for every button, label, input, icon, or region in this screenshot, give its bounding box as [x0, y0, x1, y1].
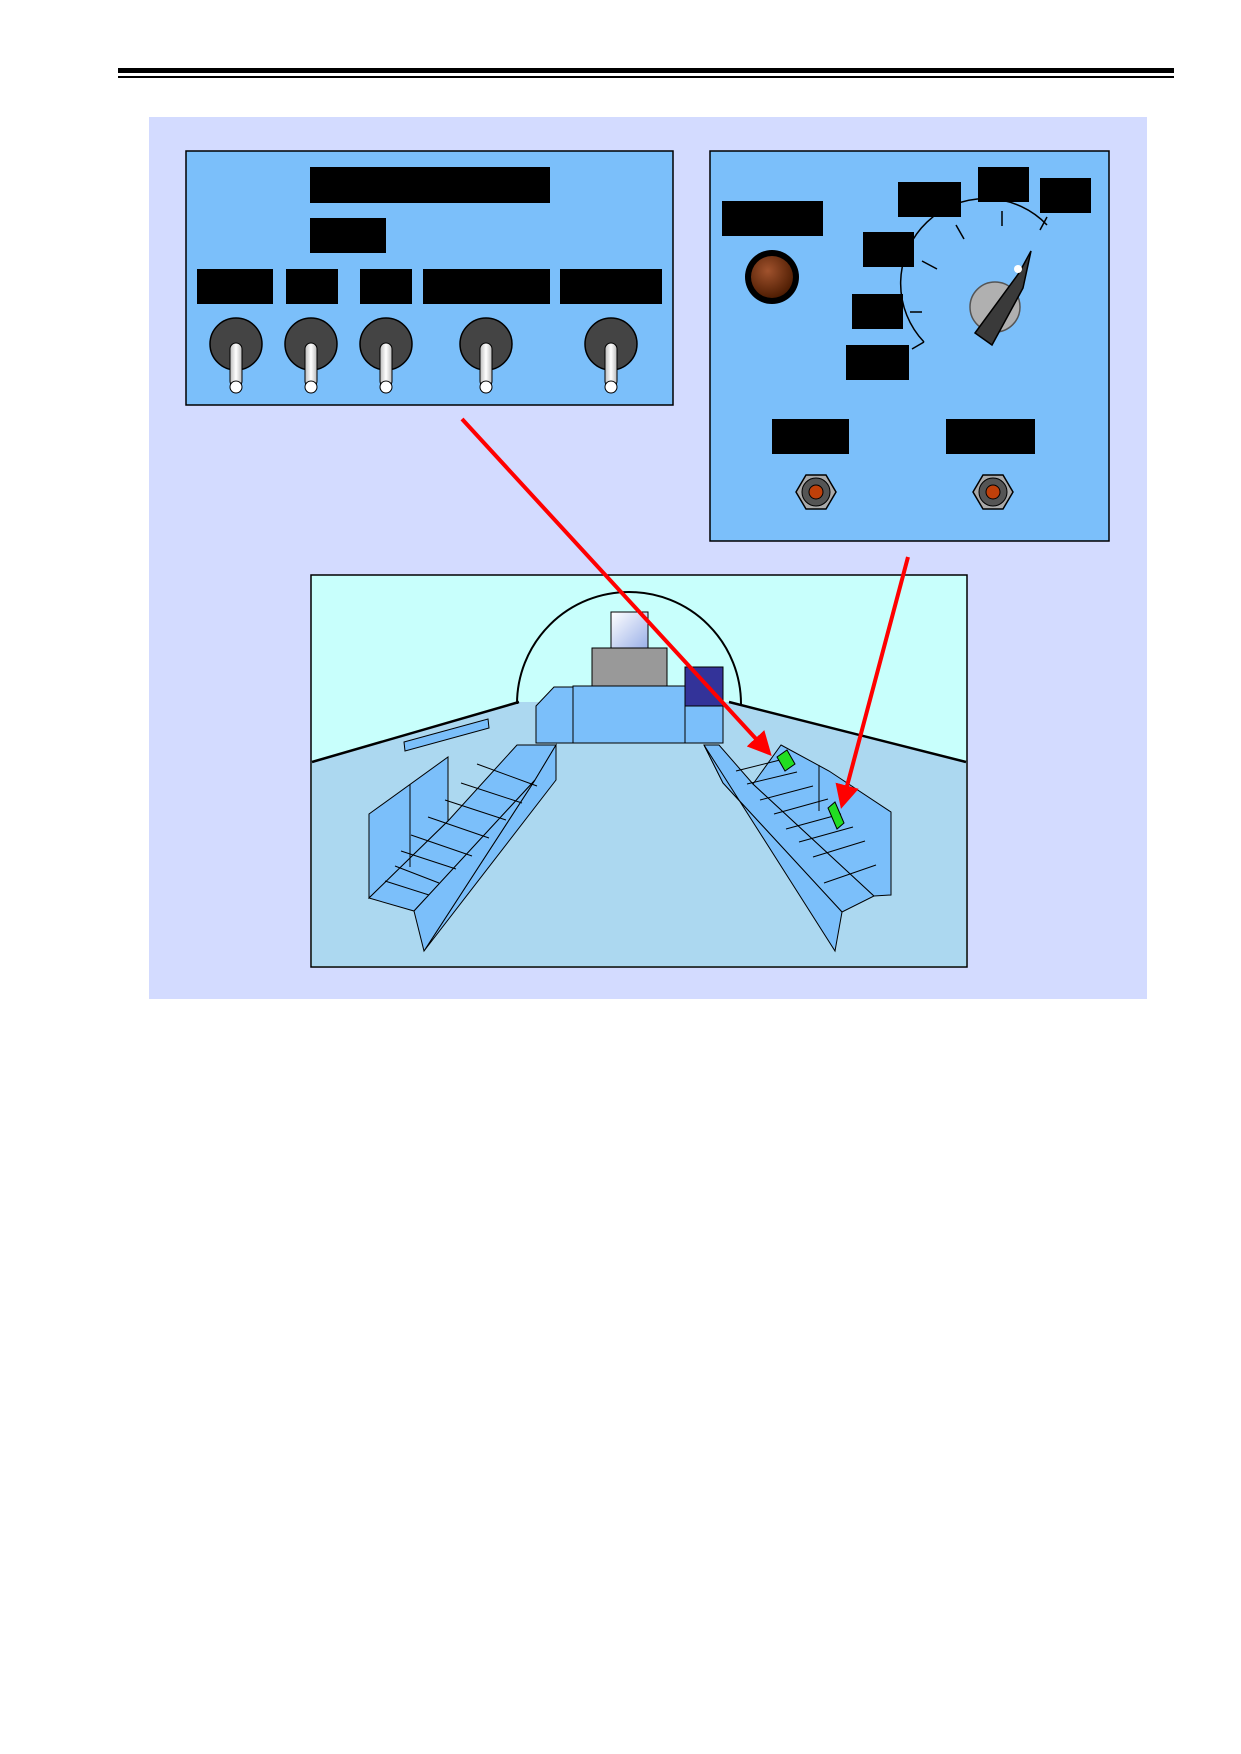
- toggle-switch-2[interactable]: [284, 317, 338, 394]
- console-upper-block: [591, 647, 668, 687]
- connector-label-1-redacted: [772, 419, 849, 454]
- selector-tick-4: [955, 224, 965, 240]
- switch-label-3-redacted: [360, 269, 412, 304]
- header-rule-thick: [118, 68, 1174, 73]
- rotary-selector[interactable]: [899, 197, 1048, 350]
- wall-strip: [403, 718, 490, 752]
- callout-arrow-toggle-panel: [460, 417, 772, 756]
- connector-1: [795, 474, 837, 510]
- selector-tick-6: [1039, 216, 1048, 231]
- left-seat-bench: [368, 743, 557, 953]
- switch-label-1-redacted: [197, 269, 273, 304]
- panel-subtitle-redacted: [310, 218, 386, 253]
- selector-tick-3: [921, 260, 938, 270]
- toggle-switch-4[interactable]: [459, 317, 513, 394]
- selector-pointer-dot: [1014, 265, 1022, 273]
- selector-label-5-redacted: [852, 294, 903, 329]
- toggle-switch-panel: [185, 150, 674, 406]
- switch-label-4-redacted: [423, 269, 550, 304]
- switch-label-2-redacted: [286, 269, 338, 304]
- toggle-switch-3[interactable]: [359, 317, 413, 394]
- selector-label-2-redacted: [978, 167, 1029, 202]
- switch-label-5-redacted: [560, 269, 662, 304]
- lamp-label-redacted: [722, 201, 823, 236]
- header-rule-thin: [118, 76, 1174, 78]
- selector-tick-1: [911, 341, 925, 350]
- panel-title-redacted: [310, 167, 550, 203]
- center-console: [535, 611, 724, 744]
- rotary-selector-panel: [709, 150, 1110, 542]
- diagram-figure: [149, 117, 1147, 999]
- highlight-item-1: [776, 749, 796, 772]
- right-seat-bench: [703, 744, 892, 953]
- callout-arrow-rotary-panel: [835, 556, 910, 809]
- toggle-switch-1[interactable]: [209, 317, 263, 394]
- selector-label-6-redacted: [846, 345, 909, 380]
- selector-label-4-redacted: [863, 232, 914, 267]
- console-window: [610, 611, 649, 649]
- highlight-item-2: [827, 801, 845, 830]
- diagram-canvas: [185, 150, 1110, 968]
- cabin-dome: [516, 591, 742, 705]
- toggle-switch-5[interactable]: [584, 317, 638, 394]
- connector-2: [972, 474, 1014, 510]
- console-indicator-box: [684, 666, 724, 707]
- connector-label-2-redacted: [946, 419, 1035, 454]
- selector-label-3-redacted: [1040, 178, 1091, 213]
- indicator-lamp: [745, 250, 799, 304]
- cabin-view: [310, 574, 968, 968]
- selector-label-1-redacted: [898, 182, 961, 217]
